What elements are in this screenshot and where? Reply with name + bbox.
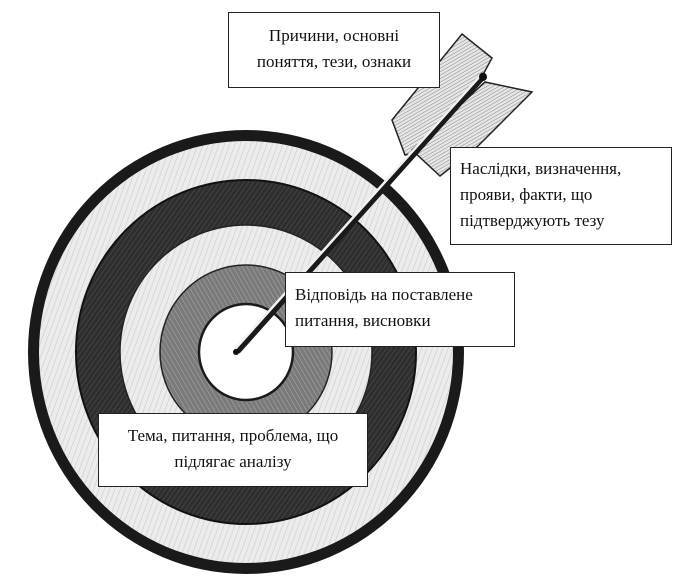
- arrow-tip: [233, 349, 239, 355]
- label-consequences-line-1: Наслідки, визначення,: [460, 156, 663, 182]
- label-consequences-line-3: підтверджують тезу: [460, 208, 663, 234]
- label-topic-line-1: Тема, питання, проблема, що: [107, 423, 359, 449]
- label-answer-line-1: Відповідь на поставлене: [295, 282, 506, 308]
- label-consequences-line-2: прояви, факти, що: [460, 182, 663, 208]
- label-consequences: Наслідки, визначення, прояви, факти, що …: [450, 147, 672, 245]
- target-icon: [28, 130, 464, 574]
- label-answer: Відповідь на поставлене питання, висновк…: [285, 272, 515, 347]
- label-topic-line-2: підлягає аналізу: [107, 449, 359, 475]
- label-causes: Причини, основні поняття, тези, ознаки: [228, 12, 440, 88]
- arrow-nock: [479, 73, 487, 81]
- label-answer-line-2: питання, висновки: [295, 308, 506, 334]
- target-bullseye: [199, 304, 293, 400]
- label-causes-line-2: поняття, тези, ознаки: [237, 49, 431, 75]
- label-causes-line-1: Причини, основні: [237, 23, 431, 49]
- label-topic: Тема, питання, проблема, що підлягає ана…: [98, 413, 368, 487]
